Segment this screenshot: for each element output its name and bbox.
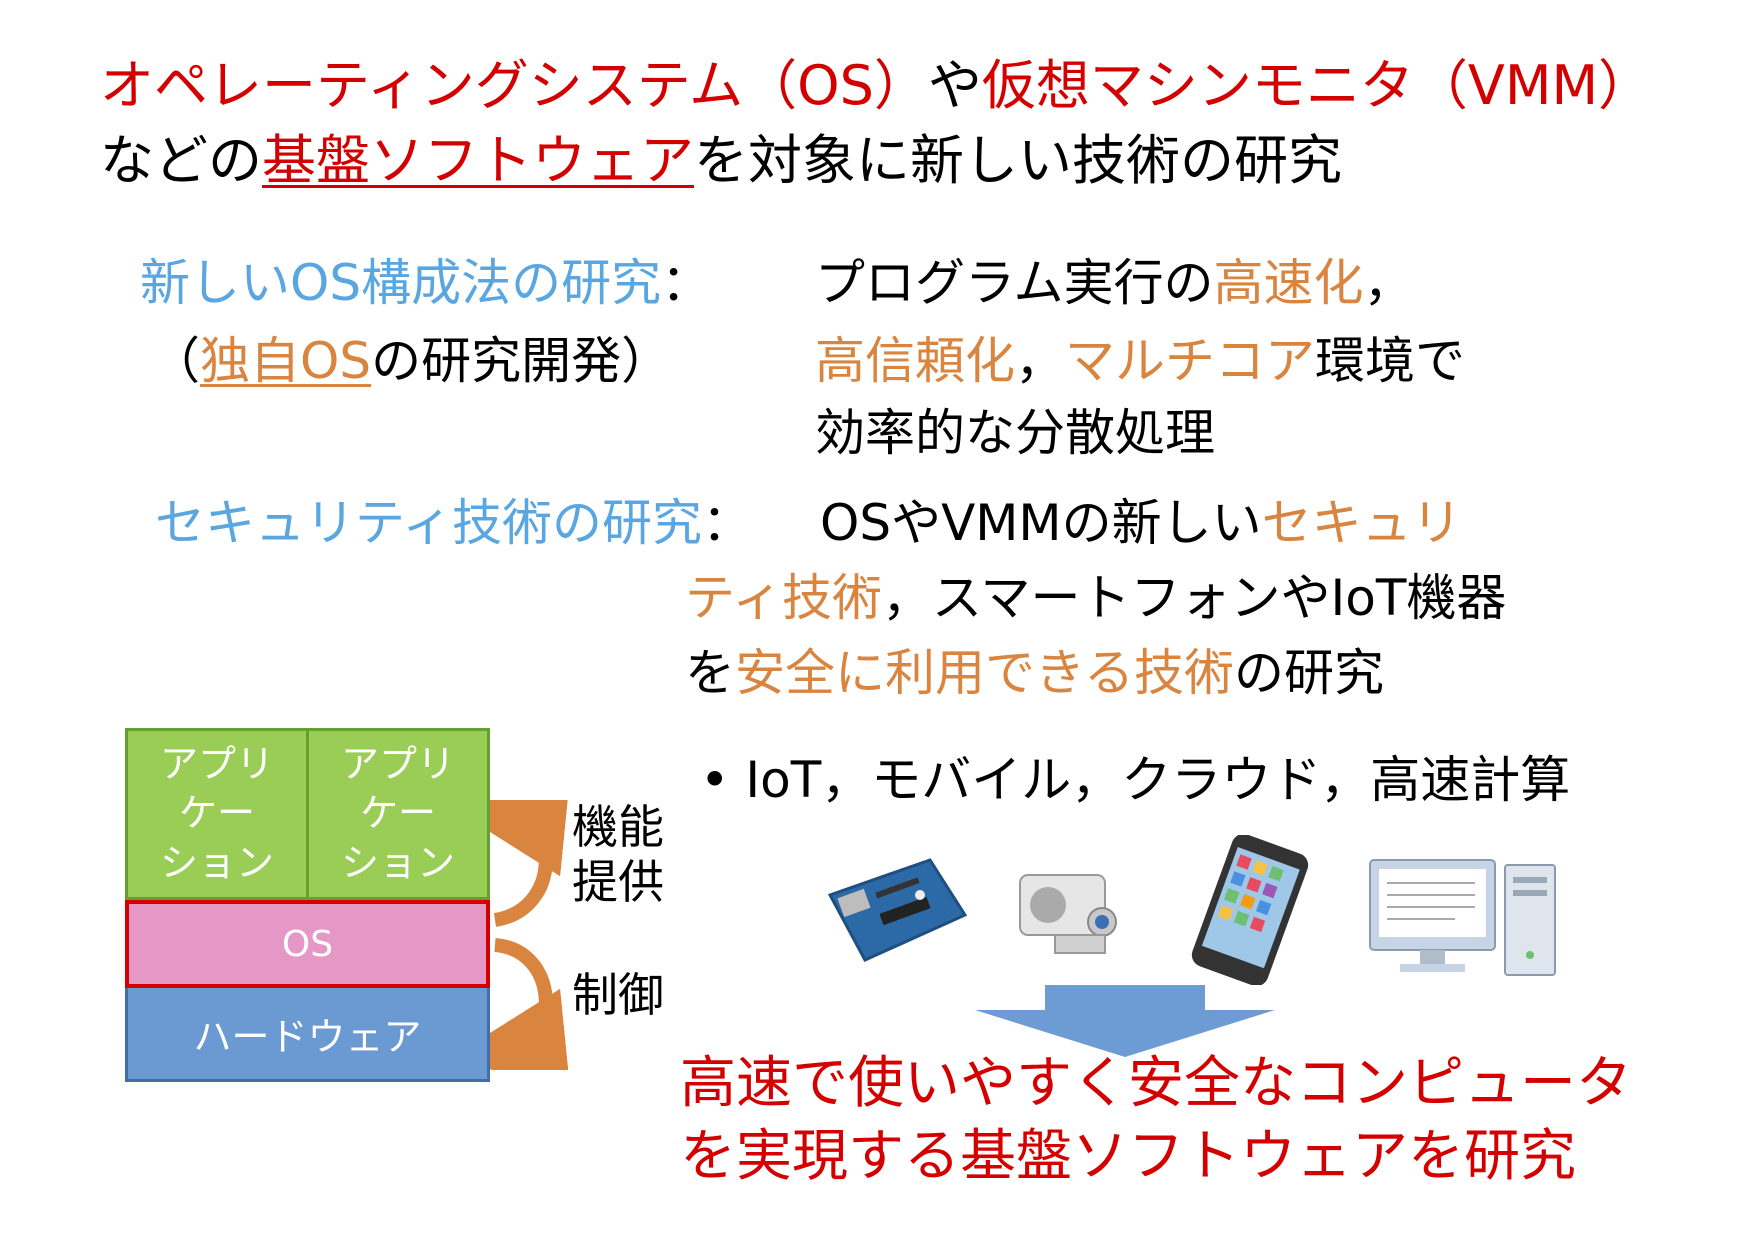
conclusion-line-2: を実現する基盤ソフトウェアを研究 bbox=[680, 1124, 1576, 1189]
diagram-arrows bbox=[490, 800, 570, 1070]
research1-desc1-a: プログラム実行の bbox=[815, 254, 1214, 312]
application-label-1: アプリ ケー ション bbox=[159, 741, 274, 885]
desktop-computer-icon bbox=[1369, 859, 1556, 976]
heading-vmm-text: 仮想マシンモニタ（VMM） bbox=[981, 54, 1653, 117]
down-arrow-icon bbox=[975, 985, 1275, 1057]
research2-desc-3: を安全に利用できる技術の研究 bbox=[685, 644, 1384, 703]
research1-desc-1: プログラム実行の高速化， bbox=[815, 254, 1414, 313]
research1-line-1: 新しいOS構成法の研究： bbox=[140, 254, 712, 313]
research2-desc-1: OSやVMMの新しいセキュリ bbox=[820, 494, 1462, 553]
research1-desc-3: 効率的な分散処理 bbox=[815, 404, 1215, 462]
research1-reliability: 高信頼化 bbox=[815, 332, 1015, 390]
heading-os-text: オペレーティングシステム（OS） bbox=[100, 54, 928, 117]
research1-desc-2: 高信頼化，マルチコア環境で bbox=[815, 332, 1465, 391]
camera-icon bbox=[1019, 874, 1117, 954]
os-label: OS bbox=[281, 923, 334, 965]
research2-desc1-a: OSやVMMの新しい bbox=[820, 494, 1262, 552]
application-label-2: アプリ ケー ション bbox=[340, 741, 455, 885]
research2-wo: を bbox=[685, 644, 735, 702]
application-row: アプリ ケー ション アプリ ケー ション bbox=[125, 728, 490, 900]
research1-multicore: マルチコア bbox=[1065, 332, 1315, 390]
os-box: OS bbox=[125, 900, 490, 988]
hardware-box: ハードウェア bbox=[125, 988, 490, 1082]
research1-sub-rest: の研究開発） bbox=[371, 332, 672, 390]
research2-line-1: セキュリティ技術の研究： bbox=[155, 494, 752, 553]
heading-base-software: 基盤ソフトウェア bbox=[262, 129, 694, 192]
heading-and-text: や bbox=[927, 54, 982, 117]
heading-line-1: オペレーティングシステム（OS）や仮想マシンモニタ（VMM） bbox=[100, 54, 1653, 117]
research1-original-os: 独自OS bbox=[200, 332, 372, 390]
bullet-text: • IoT，モバイル，クラウド，高速計算 bbox=[700, 751, 1571, 809]
heading-line-2: などの基盤ソフトウェアを対象に新しい技術の研究 bbox=[100, 129, 1342, 192]
provide-label: 機能 提供 bbox=[572, 800, 664, 910]
research2-security: セキュリ bbox=[1261, 494, 1462, 552]
research2-research: の研究 bbox=[1234, 644, 1384, 702]
application-box-2: アプリ ケー ション bbox=[309, 728, 490, 900]
research2-tech: ティ技術 bbox=[685, 569, 882, 627]
research2-colon: ： bbox=[702, 494, 752, 552]
research1-subtitle: （独自OSの研究開発） bbox=[150, 332, 672, 391]
research2-safe-tech: 安全に利用できる技術 bbox=[735, 644, 1234, 702]
research1-env: 環境で bbox=[1315, 332, 1465, 390]
research2-devices-text: ，スマートフォンやIoT機器 bbox=[882, 569, 1507, 627]
application-box-1: アプリ ケー ション bbox=[125, 728, 309, 900]
research2-desc-2: ティ技術，スマートフォンやIoT機器 bbox=[685, 569, 1507, 628]
research1-colon: ： bbox=[661, 254, 712, 312]
research1-title: 新しいOS構成法の研究 bbox=[140, 254, 662, 312]
conclusion-line-1: 高速で使いやすく安全なコンピュータ bbox=[680, 1051, 1632, 1116]
smartphone-icon bbox=[1191, 835, 1309, 985]
research1-comma-2: ， bbox=[1015, 332, 1065, 390]
heading-suffix: を対象に新しい技術の研究 bbox=[694, 129, 1342, 192]
hardware-label: ハードウェア bbox=[193, 1015, 422, 1059]
heading-prefix: などの bbox=[100, 129, 262, 192]
control-arrow bbox=[490, 938, 570, 1070]
arduino-board-icon bbox=[827, 858, 968, 962]
research1-paren: （ bbox=[150, 332, 200, 390]
control-label: 制御 bbox=[572, 968, 664, 1022]
provide-arrow bbox=[490, 800, 570, 927]
research1-speedup: 高速化 bbox=[1213, 254, 1364, 312]
research2-title: セキュリティ技術の研究 bbox=[155, 494, 702, 552]
software-stack-diagram: アプリ ケー ション アプリ ケー ション OS ハードウェア bbox=[125, 728, 490, 1082]
research1-comma: ， bbox=[1363, 254, 1414, 312]
